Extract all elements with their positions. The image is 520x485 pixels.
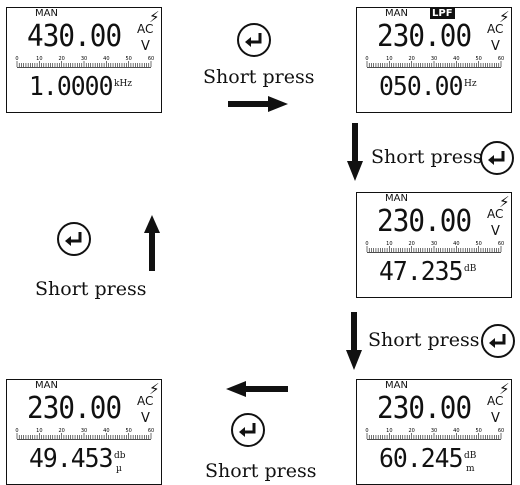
- scale-tick-label: 10: [386, 56, 392, 62]
- scale-tick-label: 50: [125, 428, 131, 434]
- scale-tick-label: 60: [498, 56, 504, 62]
- scale-tick-label: 20: [408, 428, 414, 434]
- caption-short-press-right-2: Short press: [368, 329, 480, 351]
- scale-tick-label: 0: [365, 241, 368, 247]
- scale-tick-label: 40: [453, 56, 459, 62]
- secondary-unit-prefix: µ: [116, 464, 122, 474]
- scale-tick-label: 0: [365, 56, 368, 62]
- lightning-icon: ⚡: [499, 8, 510, 26]
- lightning-icon: ⚡: [149, 8, 160, 26]
- arrow-down-2: [346, 312, 362, 370]
- scale-tick-label: 50: [475, 56, 481, 62]
- scale-tick-label: 20: [58, 56, 64, 62]
- bargraph-scale: 0 10 20 30 40 50 60: [365, 428, 504, 440]
- arrow-left: [226, 381, 288, 397]
- caption-short-press-right-1: Short press: [371, 146, 483, 168]
- scale-tick-label: 10: [36, 428, 42, 434]
- scale-tick-label: 60: [498, 428, 504, 434]
- scale-tick-label: 40: [103, 428, 109, 434]
- secondary-reading: 050.00: [379, 72, 463, 102]
- scale-tick-label: 60: [148, 56, 154, 62]
- scale-tick-label: 50: [475, 241, 481, 247]
- ac-label: AC: [487, 207, 504, 221]
- secondary-reading: 1.0000: [29, 72, 113, 102]
- caption-short-press-bottom: Short press: [205, 460, 317, 482]
- bargraph-scale: 0 10 20 30 40 50 60: [365, 56, 504, 68]
- volt-label: V: [491, 411, 500, 426]
- scale-tick-label: 10: [386, 241, 392, 247]
- lcd-display-4: MAN 230.00 AC ⚡ V 0 10 20 30 40 50 60 60.245 d…: [356, 379, 512, 485]
- ac-label: AC: [487, 22, 504, 36]
- scale-tick-label: 40: [453, 241, 459, 247]
- enter-key-icon: [231, 413, 265, 447]
- primary-reading: 430.00: [27, 19, 122, 54]
- lcd-display-5: MAN 230.00 AC ⚡ V 0 10 20 30 40 50 60 49.453 d…: [6, 379, 162, 485]
- scale-tick-label: 60: [148, 428, 154, 434]
- ac-label: AC: [487, 394, 504, 408]
- scale-tick-label: 30: [81, 56, 87, 62]
- lightning-icon: ⚡: [499, 380, 510, 398]
- secondary-unit: db: [114, 451, 126, 461]
- primary-reading: 230.00: [377, 204, 472, 239]
- scale-tick-label: 30: [431, 428, 437, 434]
- primary-reading: 230.00: [377, 391, 472, 426]
- lcd-display-2: MAN LPF 230.00 AC ⚡ V 0 10 20 30 40 50 60 050.…: [356, 7, 512, 113]
- arrow-right: [228, 96, 288, 112]
- lcd-display-3: MAN 230.00 AC ⚡ V 0 10 20 30 40 50 60 47.235 d…: [356, 192, 512, 298]
- lightning-icon: ⚡: [149, 380, 160, 398]
- ac-label: AC: [137, 394, 154, 408]
- secondary-unit: dB: [464, 264, 477, 274]
- scale-tick-label: 20: [408, 241, 414, 247]
- volt-label: V: [491, 224, 500, 239]
- scale-tick-label: 40: [103, 56, 109, 62]
- primary-reading: 230.00: [377, 19, 472, 54]
- enter-key-icon: [57, 222, 91, 256]
- scale-tick-label: 10: [386, 428, 392, 434]
- mode-label: MAN: [35, 8, 58, 19]
- scale-tick-label: 20: [408, 56, 414, 62]
- scale-tick-label: 0: [365, 428, 368, 434]
- mode-label: MAN: [35, 380, 58, 391]
- mode-label: MAN: [385, 380, 408, 391]
- scale-tick-label: 60: [498, 241, 504, 247]
- bargraph-scale: 0 10 20 30 40 50 60: [15, 428, 154, 440]
- secondary-reading: 60.245: [379, 444, 463, 474]
- enter-key-icon: [237, 23, 271, 57]
- ac-label: AC: [137, 22, 154, 36]
- bargraph-scale: 0 10 20 30 40 50 60: [365, 241, 504, 253]
- arrow-up: [144, 215, 160, 271]
- caption-short-press-left: Short press: [35, 278, 147, 300]
- volt-label: V: [141, 411, 150, 426]
- secondary-reading: 47.235: [379, 257, 463, 287]
- scale-tick-label: 30: [431, 56, 437, 62]
- caption-short-press-top: Short press: [203, 66, 315, 88]
- scale-tick-label: 50: [125, 56, 131, 62]
- mode-label: MAN: [385, 8, 408, 19]
- secondary-unit-prefix: m: [466, 464, 475, 474]
- lcd-display-1: MAN 430.00 AC ⚡ V 0 10 20 30 40 50 60 1.0000 k…: [6, 7, 162, 113]
- mode-label: MAN: [385, 193, 408, 204]
- scale-tick-label: 50: [475, 428, 481, 434]
- secondary-unit: Hz: [464, 79, 477, 89]
- scale-tick-label: 20: [58, 428, 64, 434]
- lpf-badge: LPF: [430, 8, 455, 19]
- scale-tick-label: 0: [15, 56, 18, 62]
- volt-label: V: [141, 39, 150, 54]
- scale-tick-label: 40: [453, 428, 459, 434]
- scale-tick-label: 30: [431, 241, 437, 247]
- secondary-unit: kHz: [114, 79, 133, 89]
- enter-key-icon: [480, 141, 514, 175]
- arrow-down-1: [347, 123, 363, 181]
- scale-tick-label: 30: [81, 428, 87, 434]
- scale-tick-label: 10: [36, 56, 42, 62]
- secondary-reading: 49.453: [29, 444, 113, 474]
- primary-reading: 230.00: [27, 391, 122, 426]
- volt-label: V: [491, 39, 500, 54]
- bargraph-scale: 0 10 20 30 40 50 60: [15, 56, 154, 68]
- lightning-icon: ⚡: [499, 193, 510, 211]
- secondary-unit: dB: [464, 451, 477, 461]
- scale-tick-label: 0: [15, 428, 18, 434]
- enter-key-icon: [481, 324, 515, 358]
